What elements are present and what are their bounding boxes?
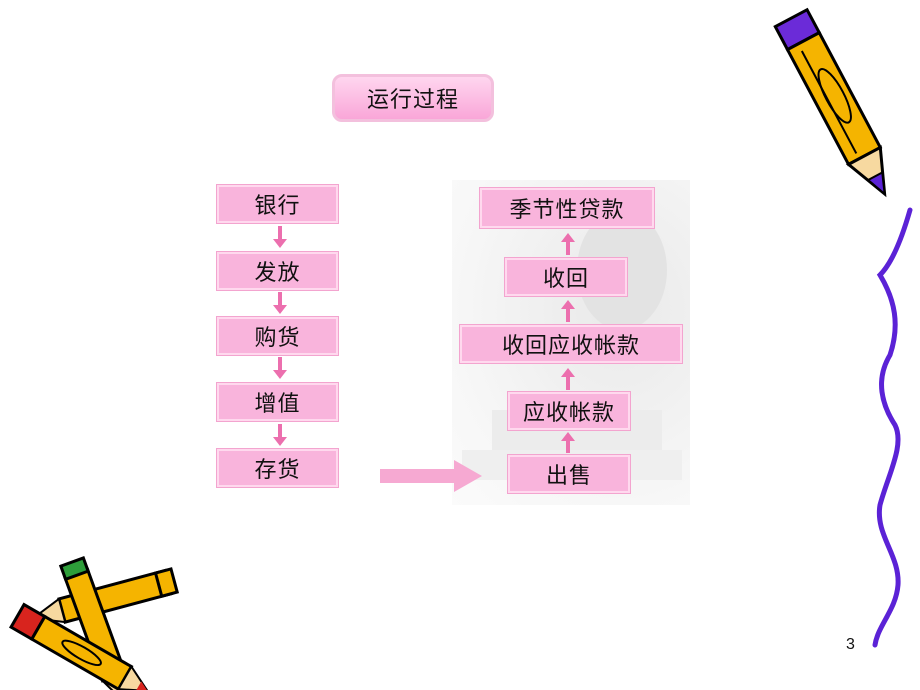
up-arrow-icon (561, 300, 575, 322)
flow-box-inventory: 存货 (217, 449, 338, 487)
page-title: 运行过程 (332, 74, 494, 122)
down-arrow-icon (273, 357, 287, 379)
up-arrow-icon (561, 233, 575, 255)
flow-box-seasonal-loan: 季节性贷款 (480, 188, 654, 228)
up-arrow-icon (561, 432, 575, 453)
down-arrow-icon (273, 424, 287, 446)
flow-box-sell: 出售 (508, 455, 630, 493)
right-arrow-icon (380, 460, 482, 492)
flow-box-recover: 收回 (505, 258, 627, 296)
down-arrow-icon (273, 226, 287, 248)
flow-box-bank: 银行 (217, 185, 338, 223)
flow-box-purchase: 购货 (217, 317, 338, 355)
up-arrow-icon (561, 368, 575, 390)
flow-box-receivables: 应收帐款 (508, 392, 630, 430)
page-number: 3 (846, 636, 855, 653)
flow-box-recover-receivables: 收回应收帐款 (460, 325, 682, 363)
down-arrow-icon (273, 292, 287, 314)
pencil-icon (773, 7, 887, 198)
flow-box-value-add: 增值 (217, 383, 338, 421)
crossed-pencils-icon (8, 556, 180, 690)
flow-box-issue: 发放 (217, 252, 338, 290)
squiggle-line (872, 207, 913, 648)
